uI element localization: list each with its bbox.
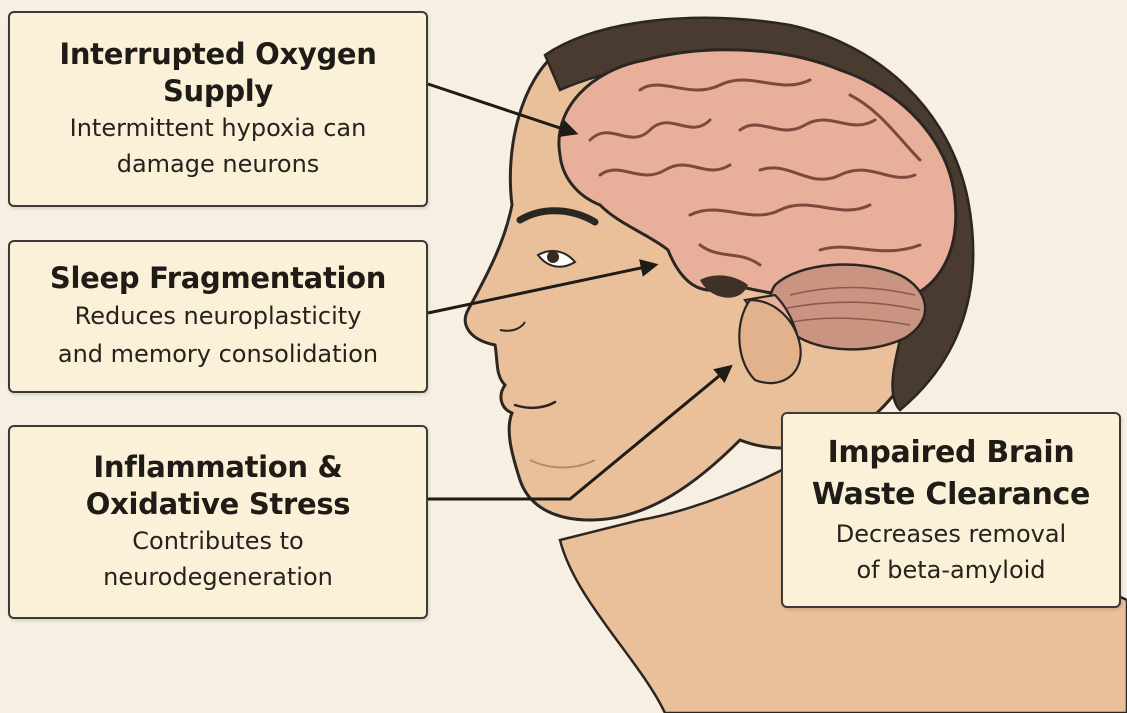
inflammation-oxidative-stress-box: Inflammation & Oxidative Stress Contribu… xyxy=(8,425,428,619)
box-title: Interrupted Oxygen Supply xyxy=(59,36,376,110)
eye-pupil xyxy=(547,251,559,263)
box-description: Intermittent hypoxia can damage neurons xyxy=(70,110,367,182)
impaired-brain-waste-clearance-box: Impaired Brain Waste Clearance Decreases… xyxy=(781,412,1121,608)
interrupted-oxygen-supply-box: Interrupted Oxygen Supply Intermittent h… xyxy=(8,11,428,207)
box-title: Inflammation & Oxidative Stress xyxy=(86,449,351,523)
box-title: Impaired Brain Waste Clearance xyxy=(812,432,1090,516)
box-description: Contributes to neurodegeneration xyxy=(103,523,333,595)
box-description: Decreases removal of beta-amyloid xyxy=(836,516,1066,588)
sleep-fragmentation-box: Sleep Fragmentation Reduces neuroplastic… xyxy=(8,240,428,393)
box-title: Sleep Fragmentation xyxy=(50,260,386,297)
box-description: Reduces neuroplasticity and memory conso… xyxy=(58,297,378,373)
